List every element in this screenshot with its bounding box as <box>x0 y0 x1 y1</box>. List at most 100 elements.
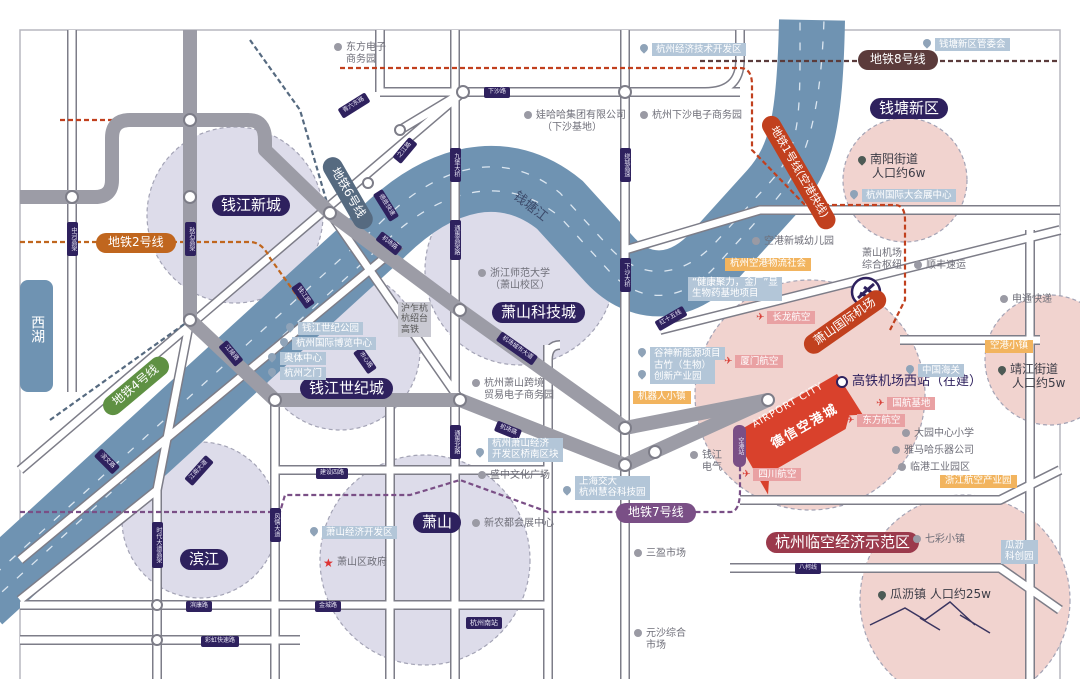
pin-icon <box>308 524 320 537</box>
poi[interactable]: 杭州下沙电子商务园 <box>640 110 742 122</box>
region-xiaoshan[interactable]: 萧山 <box>413 512 462 534</box>
road-label: 秋石高架 <box>185 222 196 256</box>
airline-tag[interactable]: ✈厦门航空 <box>724 350 784 368</box>
building-icon <box>334 43 342 51</box>
building-icon <box>640 111 648 119</box>
poi[interactable]: 七彩小镇 <box>913 534 965 546</box>
road-label: 中河高架 <box>67 222 78 256</box>
airline-tag[interactable]: ✈四川航空 <box>742 463 802 481</box>
tag[interactable]: 杭州经济技术开发区 <box>638 38 746 56</box>
region-qianjiang-newcity[interactable]: 钱江新城 <box>212 195 291 217</box>
pin-icon <box>848 187 860 200</box>
region-airport-economic-zone[interactable]: 杭州临空经济示范区 <box>766 532 920 554</box>
tag[interactable]: 古竹（生物）创新产业园 <box>636 360 716 384</box>
building-icon <box>472 379 480 387</box>
tag[interactable]: 谷神新能源项目 <box>636 342 725 360</box>
tag[interactable]: 杭州之门 <box>266 362 327 380</box>
tag[interactable]: 杭州萧山经济开发区桥南区块 <box>474 438 563 462</box>
government-star-icon: ★ <box>323 556 334 570</box>
region-xiaoshan-tech-city[interactable]: 萧山科技城 <box>492 302 586 324</box>
airport-metro-station[interactable]: 空港站 <box>733 425 746 467</box>
airline-tag[interactable]: ✈长龙航空 <box>756 306 816 324</box>
tag[interactable]: 瓜沥科创园 <box>1001 540 1038 564</box>
road-label: 风情大道 <box>270 508 281 542</box>
tag[interactable]: 杭州国际博览中心 <box>278 332 377 350</box>
road-label: 绕城高速 <box>620 148 631 182</box>
road-label: 彩虹快速路 <box>201 636 240 647</box>
region-century-city[interactable]: 钱江世纪城 <box>300 378 394 400</box>
metro-line2-badge[interactable]: 地铁2号线 <box>96 233 176 253</box>
pin-icon <box>921 36 933 49</box>
airline-icon: ✈ <box>876 398 885 409</box>
population-nanyang[interactable]: 南阳街道人口约6w <box>856 152 925 181</box>
tag[interactable]: 中国海关 <box>904 359 965 377</box>
tag[interactable]: “健康聚力，金厂”显生物药基地项目 <box>688 277 782 301</box>
metro-line8-badge[interactable]: 地铁8号线 <box>858 50 938 70</box>
road-label: 建设四路 <box>316 468 349 479</box>
tag[interactable]: 奥体中心 <box>266 347 327 365</box>
road-label: 通惠北路 <box>450 425 461 459</box>
tag-orange[interactable]: 杭州空港物流社会 <box>725 258 812 271</box>
poi[interactable]: 新农都会展中心 <box>472 518 554 530</box>
poi[interactable]: 顺丰速运 <box>914 260 966 272</box>
poi[interactable]: 浙江师范大学（萧山校区） <box>478 268 550 291</box>
hsr-west-station[interactable]: 高铁机场西站（在建） <box>836 374 982 390</box>
tag[interactable]: 钱塘新区管委会 <box>921 33 1010 51</box>
pin-icon <box>266 350 278 363</box>
region-binjiang[interactable]: 滨江 <box>180 549 229 571</box>
poi[interactable]: 元沙综合市场 <box>634 628 686 651</box>
pin-icon <box>638 41 650 54</box>
building-icon <box>892 446 900 454</box>
hangzhou-south-station[interactable]: 杭州南站 <box>466 617 502 630</box>
poi-government[interactable]: 萧山区政府 <box>337 557 387 568</box>
school-icon <box>478 269 486 277</box>
poi[interactable]: 盛中文化广场 <box>478 470 550 482</box>
poi[interactable]: 临港工业园区 <box>898 462 970 474</box>
shop-icon <box>472 519 480 527</box>
poi[interactable]: 东方电子商务园 <box>334 42 386 65</box>
tag-orange[interactable]: 机器人小镇 <box>633 391 691 404</box>
airline-tag[interactable]: ✈东方航空 <box>846 409 906 427</box>
shop-icon <box>913 535 921 543</box>
shop-icon <box>634 629 642 637</box>
west-lake <box>20 280 53 392</box>
roads <box>16 30 1063 679</box>
poi[interactable]: 杭州萧山跨境贸易电子商务园 <box>472 378 554 401</box>
tag-orange[interactable]: 浙江航空产业园 <box>940 475 1017 488</box>
tag-orange[interactable]: 空港小镇 <box>985 340 1034 353</box>
poi[interactable]: 雅马哈乐器公司 <box>892 445 974 457</box>
line1-track <box>60 66 907 331</box>
road-label: 时代大道高架 <box>152 522 163 568</box>
poi[interactable]: 申通快递 <box>1000 294 1052 306</box>
tag[interactable]: 萧山经济开发区 <box>308 521 397 539</box>
airline-icon: ✈ <box>742 469 751 480</box>
population-jingjiang[interactable]: 靖江街道人口约5w <box>996 362 1065 391</box>
pin-icon <box>266 365 278 378</box>
west-lake-label: 西湖 <box>29 315 46 343</box>
line2-track <box>20 240 301 301</box>
pin-icon <box>284 320 296 333</box>
poi[interactable]: 娃哈哈集团有限公司（下沙基地） <box>524 110 626 133</box>
region-qiantang-new-district[interactable]: 钱塘新区 <box>870 98 949 120</box>
school-icon <box>752 237 760 245</box>
truck-icon <box>1000 295 1008 303</box>
poi[interactable]: 钱江电气 <box>690 450 722 473</box>
population-guali[interactable]: 瓜沥镇 人口约25w <box>876 587 991 602</box>
metro-line7-badge[interactable]: 地铁7号线 <box>616 503 696 523</box>
poi[interactable]: 大园中心小学 <box>902 428 974 440</box>
pin-icon <box>904 362 916 375</box>
line6-track <box>49 39 332 421</box>
truck-icon <box>914 261 922 269</box>
road-label: 滨康路 <box>186 601 213 612</box>
tag[interactable]: 杭州国际大会展中心 <box>848 184 956 202</box>
pin-icon <box>474 446 486 459</box>
poi[interactable]: 三盈市场 <box>634 548 686 560</box>
tag[interactable]: 钱江世纪公园 <box>284 317 364 335</box>
shop-icon <box>478 471 486 479</box>
mountains-icon <box>869 601 991 634</box>
poi[interactable]: 空港新城幼儿园 <box>752 236 834 248</box>
airline-tag[interactable]: ✈国航基地 <box>876 392 936 410</box>
tag[interactable]: 上海交大杭州慧谷科技园 <box>561 476 650 500</box>
road-label: 下沙路 <box>484 87 511 98</box>
